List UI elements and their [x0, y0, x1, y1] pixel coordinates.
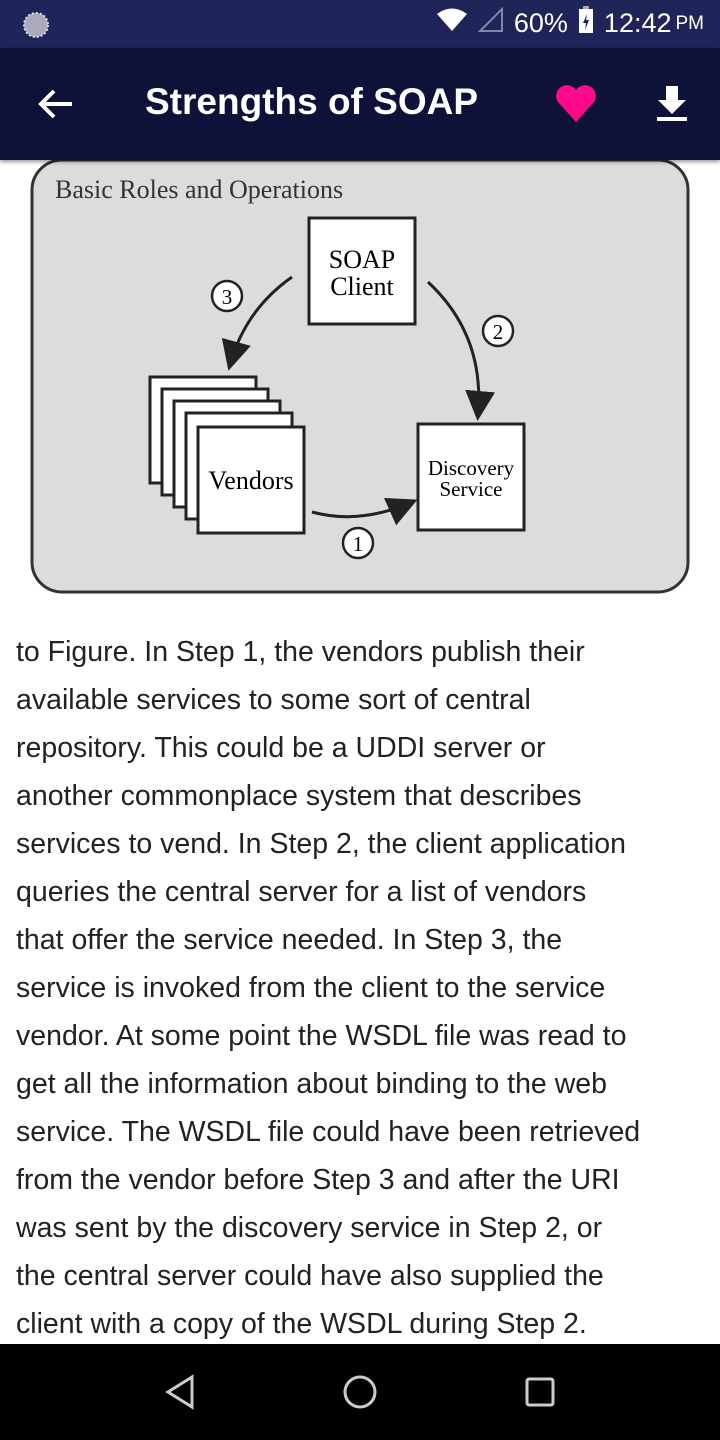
step-3-badge: 3	[222, 285, 233, 309]
battery-icon	[578, 6, 594, 41]
signal-icon	[477, 6, 504, 40]
body-line: available services to some sort of centr…	[16, 684, 531, 716]
battery-percent: 60%	[513, 8, 568, 38]
status-bar: 60% 12:42 PM	[0, 0, 720, 48]
app-toolbar: Strengths of SOAP	[0, 48, 720, 160]
nav-home-icon[interactable]	[342, 1374, 378, 1415]
nav-back-icon[interactable]	[164, 1374, 196, 1415]
soap-client-label-1: SOAP	[329, 245, 395, 274]
wifi-icon	[436, 7, 468, 40]
body-line: was sent by the discovery service in Ste…	[16, 1212, 603, 1244]
download-icon[interactable]	[654, 84, 690, 129]
page-title: Strengths of SOAP	[145, 81, 479, 122]
figure-title: Basic Roles and Operations	[55, 175, 343, 204]
body-line: repository. This could be a UDDI server …	[16, 732, 546, 764]
clock-ampm: PM	[675, 12, 705, 34]
vendors-label: Vendors	[208, 466, 293, 495]
discovery-label-1: Discovery	[428, 456, 515, 480]
body-line: service. The WSDL file could have been r…	[16, 1116, 641, 1148]
body-line: the central server could have also suppl…	[16, 1260, 604, 1292]
article-body: to Figure. In Step 1, the vendors publis…	[16, 628, 640, 1348]
body-line: from the vendor before Step 3 and after …	[16, 1164, 620, 1196]
step-2-badge: 2	[493, 320, 504, 344]
body-line: another commonplace system that describe…	[16, 780, 582, 812]
discovery-label-2: Service	[440, 477, 503, 501]
soap-client-label-2: Client	[330, 272, 394, 301]
favorite-heart-icon[interactable]	[554, 84, 598, 129]
soap-roles-diagram: Basic Roles and Operations SOAP Client V…	[0, 158, 720, 600]
body-line: get all the information about binding to…	[16, 1068, 607, 1100]
nav-recents-icon[interactable]	[524, 1374, 556, 1415]
step-1-badge: 1	[353, 532, 364, 556]
body-line: services to vend. In Step 2, the client …	[16, 828, 626, 860]
back-arrow-icon[interactable]	[36, 84, 76, 129]
body-line: service is invoked from the client to th…	[16, 972, 606, 1004]
clock: 12:42	[603, 8, 672, 38]
body-line: that offer the service needed. In Step 3…	[16, 924, 563, 956]
body-line: vendor. At some point the WSDL file was …	[16, 1020, 627, 1052]
body-line: to Figure. In Step 1, the vendors publis…	[16, 636, 585, 668]
sync-icon	[22, 11, 50, 44]
body-line: client with a copy of the WSDL during St…	[16, 1308, 587, 1340]
navigation-bar	[0, 1344, 720, 1440]
body-line: queries the central server for a list of…	[16, 876, 587, 908]
